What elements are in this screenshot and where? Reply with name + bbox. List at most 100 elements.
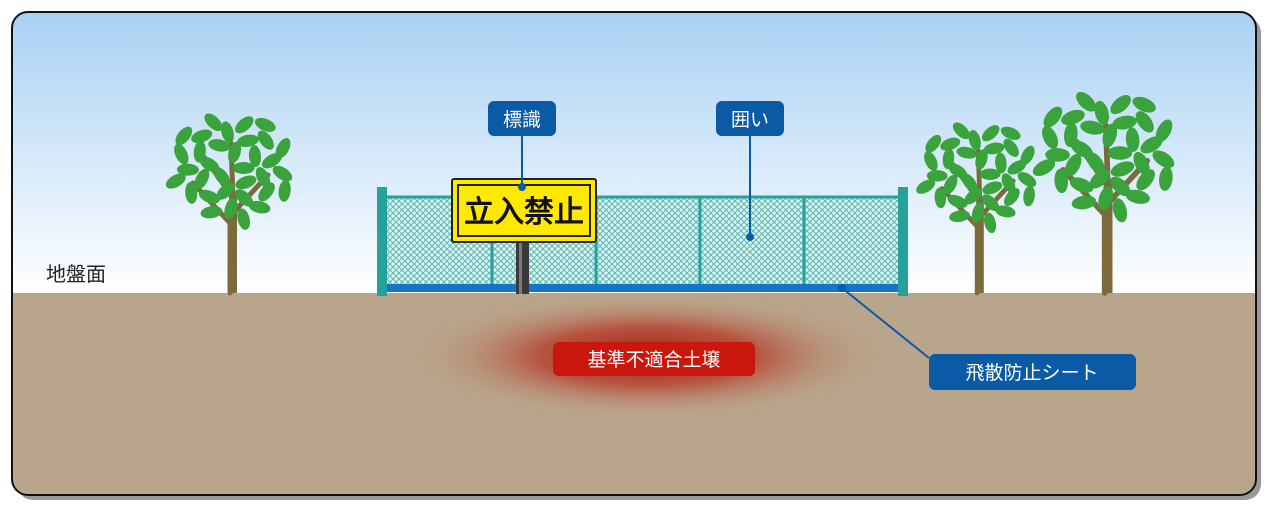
tree-leaf xyxy=(200,206,223,219)
tree-leaf xyxy=(235,189,254,207)
tree-leaf xyxy=(1080,120,1105,135)
tree-leaf xyxy=(983,212,997,234)
tree-leaf xyxy=(235,175,257,190)
tree-leaf xyxy=(1152,150,1175,168)
tree-icon xyxy=(916,122,1037,296)
tree-leaf xyxy=(176,163,199,176)
tree-leaf xyxy=(975,149,988,170)
tree-leaf xyxy=(1110,161,1135,177)
tree-leaf xyxy=(278,179,291,202)
tree-leaf xyxy=(1000,126,1021,140)
tree-leaf xyxy=(1089,169,1111,189)
tree-leaf xyxy=(979,168,1001,180)
sign-callout: 標識 xyxy=(488,101,556,136)
scene-content: 立入禁止 地盤面 標識 囲い 基準不適合土壌 飛散防止シート xyxy=(12,12,1256,495)
tree-leaf xyxy=(1098,186,1114,211)
tree-leaf xyxy=(235,116,254,134)
sheet-callout-label: 飛散防止シート xyxy=(965,362,1098,384)
tree-leaf xyxy=(1112,198,1128,223)
tree-leaf xyxy=(1132,96,1156,113)
tree-leaf xyxy=(1001,173,1016,193)
tree-leaf xyxy=(1064,122,1078,148)
tree-leaf xyxy=(1061,109,1085,126)
tree-leaf xyxy=(1071,195,1097,210)
sign-pole xyxy=(516,240,529,294)
tree-leaf xyxy=(1032,159,1056,177)
tree-leaf xyxy=(1125,189,1150,204)
tree-leaf xyxy=(208,139,230,152)
callout-dot-enclosure xyxy=(746,233,754,241)
tree-leaf xyxy=(198,189,220,204)
tree-leaf xyxy=(255,167,271,188)
tree-leaf xyxy=(995,152,1007,174)
tree-leaf xyxy=(248,200,271,214)
tree-leaf xyxy=(1125,127,1140,152)
tree-leaf xyxy=(1136,169,1155,191)
tree-leaf xyxy=(191,129,213,144)
tree-leaf xyxy=(981,125,1000,142)
tree-leaf xyxy=(1107,146,1133,160)
tree-leaf xyxy=(940,137,961,151)
fence-post-left xyxy=(377,187,387,296)
tree-leaf xyxy=(949,210,970,223)
tree-icon xyxy=(1032,91,1175,296)
tree-leaf xyxy=(254,117,276,132)
tree-leaf xyxy=(216,182,235,200)
tree-leaf xyxy=(248,145,262,168)
soil-callout-label: 基準不適合土壌 xyxy=(587,349,720,371)
tree-icon xyxy=(165,113,293,296)
tree-leaf xyxy=(994,205,1016,218)
tree-trunk xyxy=(939,148,1016,296)
tree-leaf xyxy=(199,156,220,173)
tree-leaf xyxy=(1003,138,1019,157)
soil-callout: 基準不適合土壌 xyxy=(553,342,755,376)
sign-callout-label: 標識 xyxy=(503,109,541,131)
tree-leaf xyxy=(257,130,274,150)
tree-leaf xyxy=(952,122,970,140)
tree-leaf xyxy=(1155,119,1173,143)
tree-leaf xyxy=(1043,106,1063,128)
tree-leaf xyxy=(220,121,234,143)
tree-leaf xyxy=(1086,152,1105,174)
callout-dot-sign xyxy=(518,183,526,191)
tree-leaf xyxy=(1042,125,1059,150)
tree-trunk xyxy=(1060,122,1150,296)
tree-leaf xyxy=(1065,153,1082,177)
tree-leaf xyxy=(983,142,1005,155)
tree-leaf xyxy=(1017,172,1037,187)
tree-leaf xyxy=(982,181,1003,195)
tree-leaf xyxy=(232,162,255,174)
tree-main-trunk xyxy=(976,198,984,293)
tree-leaf xyxy=(1133,151,1150,175)
tree-leaf xyxy=(1110,176,1131,197)
sign-pole-highlight xyxy=(519,240,522,294)
tree-leaf xyxy=(1045,148,1070,162)
tree-leaf xyxy=(926,170,948,182)
tree-leaf xyxy=(961,173,978,192)
callout-lines xyxy=(521,136,930,359)
tree-leaf xyxy=(1023,185,1035,207)
tree-leaf xyxy=(924,151,938,171)
sign-callout-box xyxy=(488,101,556,136)
tree-leaf xyxy=(1054,168,1068,194)
tree-leaf xyxy=(943,174,958,195)
tree-leaf xyxy=(971,202,985,223)
frame-border xyxy=(11,11,1257,496)
tree-leaf xyxy=(228,141,242,164)
tree-leaf xyxy=(174,143,189,165)
tree-leaf xyxy=(947,194,968,209)
sheet-callout-box xyxy=(929,354,1136,390)
tree-leaf xyxy=(237,208,251,230)
tree-leaf xyxy=(1020,145,1035,166)
tree-leaf xyxy=(934,187,947,209)
sign-text: 立入禁止 xyxy=(464,195,584,230)
tree-leaf xyxy=(1069,177,1094,193)
tree-leaf xyxy=(925,134,942,153)
tree-leaf xyxy=(165,173,186,189)
anti-scatter-sheet xyxy=(387,284,898,292)
tree-leaf xyxy=(956,146,978,159)
sign-board xyxy=(451,178,597,243)
tree-trunk xyxy=(190,140,271,296)
callout-dot-sheet xyxy=(838,284,846,292)
